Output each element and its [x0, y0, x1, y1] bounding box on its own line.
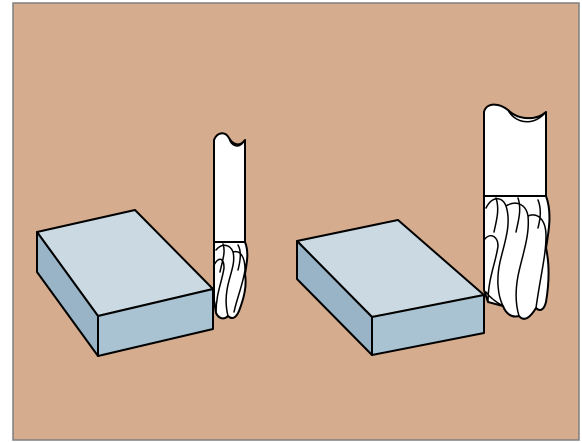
right-tool-shank-end	[507, 109, 547, 123]
left-tool-shank	[213, 132, 246, 243]
left-workpiece-block	[36, 209, 214, 357]
left-block-front-face	[97, 288, 214, 357]
right-tool-flutes	[483, 195, 551, 320]
left-tool-flute-lines	[213, 243, 246, 317]
left-tool-shank-end	[228, 137, 246, 147]
left-end-mill-tool	[213, 132, 249, 320]
right-tool-flute-lines	[483, 197, 547, 317]
right-block-front-face	[371, 294, 485, 356]
right-illustration	[296, 103, 551, 356]
right-end-mill-tool	[483, 103, 551, 320]
left-illustration	[36, 132, 249, 357]
right-workpiece-block	[296, 219, 485, 356]
